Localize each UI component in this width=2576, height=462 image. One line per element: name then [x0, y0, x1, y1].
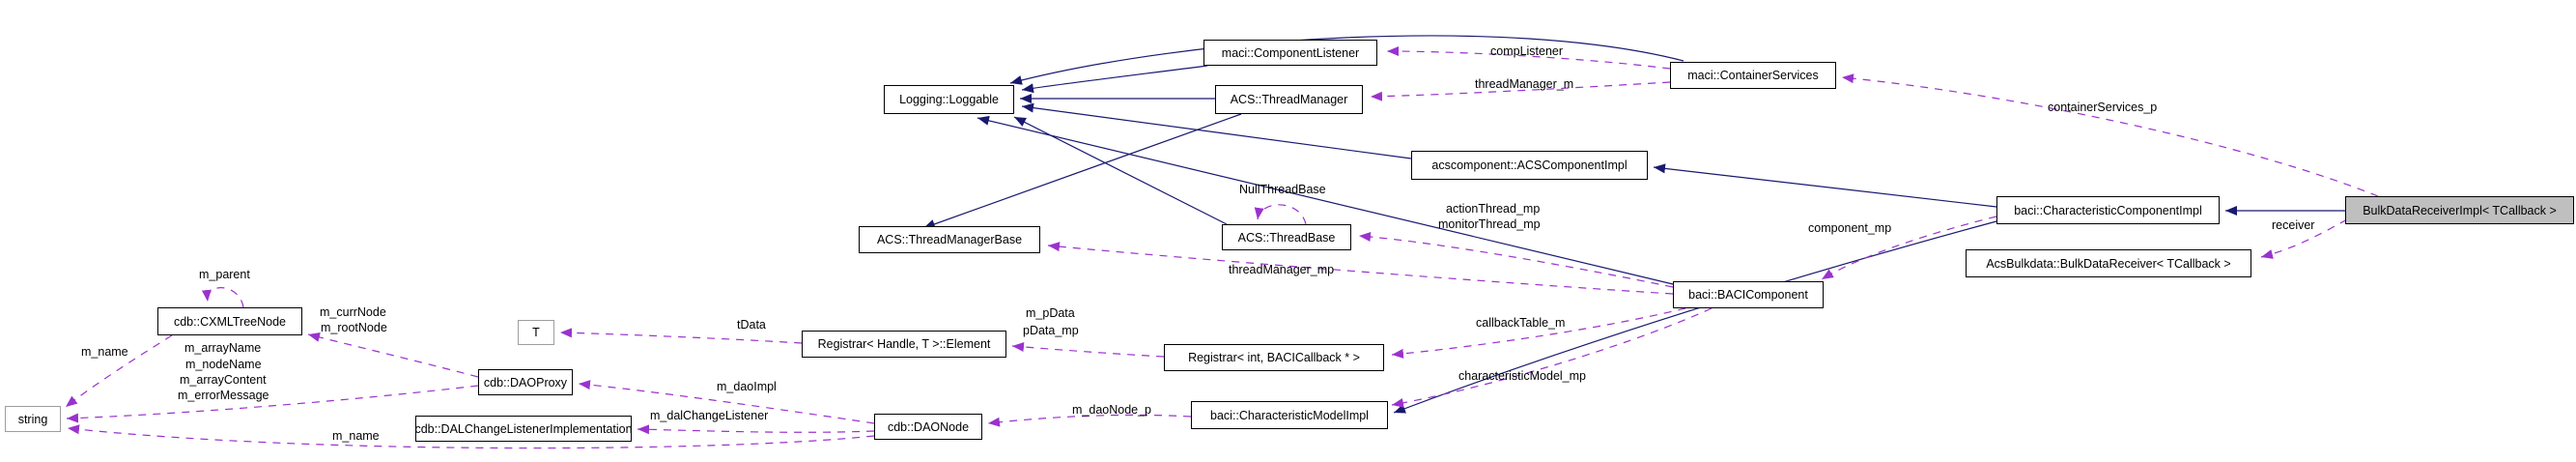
edge-label-m-array-content: m_arrayContent — [180, 373, 267, 387]
edge-registrarint-to-registrarelement — [1011, 341, 1165, 358]
edge-threadbase-to-loggable — [1013, 116, 1228, 225]
edge-registrarelement-to-t — [559, 328, 803, 344]
edge-bulkdatareceiverimpl-to-acsbulkdatareceiver — [2260, 218, 2348, 259]
class-node-characteristic-component-impl[interactable]: baci::CharacteristicComponentImpl — [1996, 196, 2220, 224]
edge-label-m-error-message: m_errorMessage — [178, 389, 269, 402]
edge-bacicomponent-to-charmodelimpl — [1391, 307, 1713, 408]
edge-label-null-thread-base: NullThreadBase — [1239, 183, 1326, 196]
class-node-registrar-int-bacicallback[interactable]: Registrar< int, BACICallback * > — [1164, 344, 1384, 371]
edge-label-m-dao-impl: m_daoImpl — [717, 380, 777, 393]
edge-label-m-parent: m_parent — [199, 268, 250, 281]
edge-label-component-mp: component_mp — [1808, 221, 1892, 235]
edge-daonode-to-dalchangelistener — [637, 424, 875, 435]
class-node-thread-manager[interactable]: ACS::ThreadManager — [1215, 85, 1363, 114]
class-node-thread-base[interactable]: ACS::ThreadBase — [1222, 224, 1351, 250]
edge-threadmanager-to-threadmanagerbase — [922, 113, 1242, 229]
edge-containerservices-to-threadmanager — [1370, 81, 1671, 101]
edge-label-action-thread-mp: actionThread_mp — [1446, 202, 1541, 216]
edge-cxmltreenode-to-string — [65, 334, 173, 408]
edge-label-m-root-node: m_rootNode — [321, 321, 387, 334]
edge-label-m-dao-node-p: m_daoNode_p — [1072, 403, 1152, 417]
class-node-characteristic-model-impl[interactable]: baci::CharacteristicModelImpl — [1191, 401, 1388, 429]
class-node-acs-component-impl[interactable]: acscomponent::ACSComponentImpl — [1411, 151, 1648, 180]
class-node-component-listener[interactable]: maci::ComponentListener — [1203, 40, 1377, 66]
class-node-thread-manager-base[interactable]: ACS::ThreadManagerBase — [859, 226, 1040, 253]
class-node-bulk-data-receiver-impl[interactable]: BulkDataReceiverImpl< TCallback > — [2345, 196, 2574, 224]
edge-label-callback-table-m: callbackTable_m — [1476, 316, 1566, 330]
edge-bacicomponent-to-loggable — [977, 115, 1674, 285]
edge-label-m-name-dao: m_name — [332, 429, 380, 443]
edge-bulkdatareceiverimpl-to-containerservices — [1841, 73, 2379, 197]
edge-label-receiver: receiver — [2272, 218, 2315, 232]
edge-charcomponentimpl-to-acscomponentimpl — [1653, 163, 1997, 208]
edge-daoproxy-to-cxmltreenode — [307, 332, 479, 378]
edge-threadbase-selfloop — [1254, 204, 1307, 225]
edge-label-thread-manager-mp: threadManager_mp — [1229, 263, 1335, 276]
edge-label-container-services-p: containerServices_p — [2048, 101, 2158, 114]
edge-charmodelimpl-to-daonode — [987, 414, 1192, 427]
edge-label-m-array-name: m_arrayName — [184, 341, 262, 355]
edge-cxmltreenode-selfloop — [201, 287, 244, 308]
class-node-registrar-element[interactable]: Registrar< Handle, T >::Element — [802, 331, 1006, 358]
edge-daoproxy-to-string — [66, 385, 479, 423]
edge-containerservices-to-loggable — [1009, 35, 1684, 85]
edge-label-m-p-data: m_pData — [1026, 306, 1075, 320]
edge-charcomponentimpl-to-bacicomponent — [1821, 216, 1997, 280]
class-node-t-template-param[interactable]: T — [518, 320, 554, 345]
edge-bacicomponent-to-threadbase — [1358, 231, 1674, 288]
class-node-container-services[interactable]: maci::ContainerServices — [1670, 62, 1836, 89]
edge-label-comp-listener: compListener — [1490, 44, 1564, 58]
edge-label-m-name-tree: m_name — [81, 345, 128, 359]
class-node-dao-node[interactable]: cdb::DAONode — [874, 414, 982, 440]
class-node-acs-bulkdata-receiver[interactable]: AcsBulkdata::BulkDataReceiver< TCallback… — [1966, 249, 2251, 277]
edge-label-t-data: tData — [737, 318, 766, 332]
edge-label-thread-manager-m: threadManager_m — [1475, 77, 1574, 91]
edge-bacicomponent-to-threadmanagerbase — [1047, 242, 1674, 295]
edge-label-m-dal-change-listener: m_dalChangeListener — [650, 409, 769, 422]
edge-label-p-data-mp: pData_mp — [1023, 324, 1079, 337]
class-node-string[interactable]: string — [5, 406, 61, 432]
edge-label-m-node-name: m_nodeName — [185, 358, 262, 371]
class-node-dal-change-listener-impl[interactable]: cdb::DALChangeListenerImplementation — [414, 416, 633, 442]
class-node-dao-proxy[interactable]: cdb::DAOProxy — [478, 369, 573, 395]
edge-label-monitor-thread-mp: monitorThread_mp — [1438, 217, 1541, 231]
edge-label-m-curr-node: m_currNode — [320, 305, 386, 319]
edge-label-characteristic-model-mp: characteristicModel_mp — [1458, 369, 1586, 383]
edge-daonode-to-daoproxy — [578, 380, 875, 424]
class-node-baci-component[interactable]: baci::BACIComponent — [1673, 281, 1824, 308]
class-node-cxml-tree-node[interactable]: cdb::CXMLTreeNode — [157, 307, 302, 335]
edge-componentlistener-to-loggable — [1021, 65, 1208, 94]
edge-acscomponentimpl-to-loggable — [1021, 102, 1412, 159]
class-node-loggable[interactable]: Logging::Loggable — [884, 85, 1014, 114]
edge-containerservices-to-componentlistener — [1386, 46, 1671, 70]
edge-bacicomponent-to-registrarint — [1391, 307, 1686, 359]
